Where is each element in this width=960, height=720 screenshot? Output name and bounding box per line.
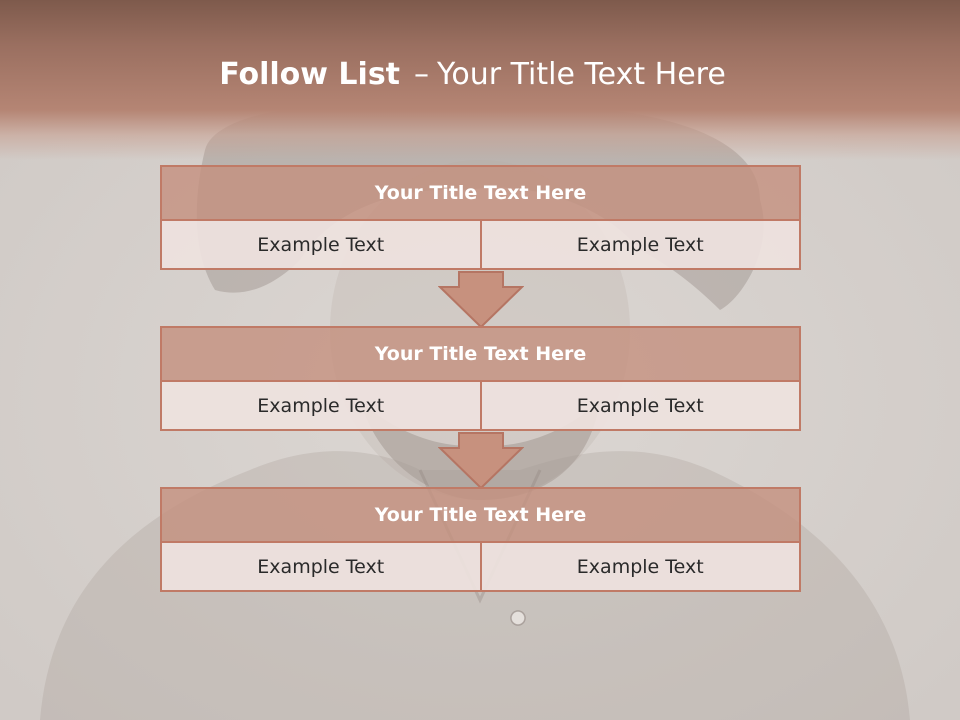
block-cell-left: Example Text <box>160 382 482 431</box>
block-cell-right: Example Text <box>481 382 801 431</box>
block-cell-left: Example Text <box>160 221 482 270</box>
list-block-2: Your Title Text Here Example Text Exampl… <box>160 326 801 431</box>
down-arrow-icon <box>438 271 524 329</box>
block-row: Example Text Example Text <box>160 221 801 270</box>
list-block-1: Your Title Text Here Example Text Exampl… <box>160 165 801 270</box>
block-row: Example Text Example Text <box>160 382 801 431</box>
title-bold-part: Follow List <box>219 57 401 92</box>
block-title: Your Title Text Here <box>160 487 801 543</box>
block-title: Your Title Text Here <box>160 326 801 382</box>
down-arrow-icon <box>438 432 524 490</box>
block-cell-right: Example Text <box>481 543 801 592</box>
list-block-3: Your Title Text Here Example Text Exampl… <box>160 487 801 592</box>
block-title: Your Title Text Here <box>160 165 801 221</box>
block-cell-left: Example Text <box>160 543 482 592</box>
block-cell-right: Example Text <box>481 221 801 270</box>
page-title: Follow List–Your Title Text Here <box>0 52 945 98</box>
title-subtitle-part: Your Title Text Here <box>437 57 726 92</box>
block-row: Example Text Example Text <box>160 543 801 592</box>
header-band <box>0 0 960 160</box>
title-separator: – <box>414 57 430 92</box>
